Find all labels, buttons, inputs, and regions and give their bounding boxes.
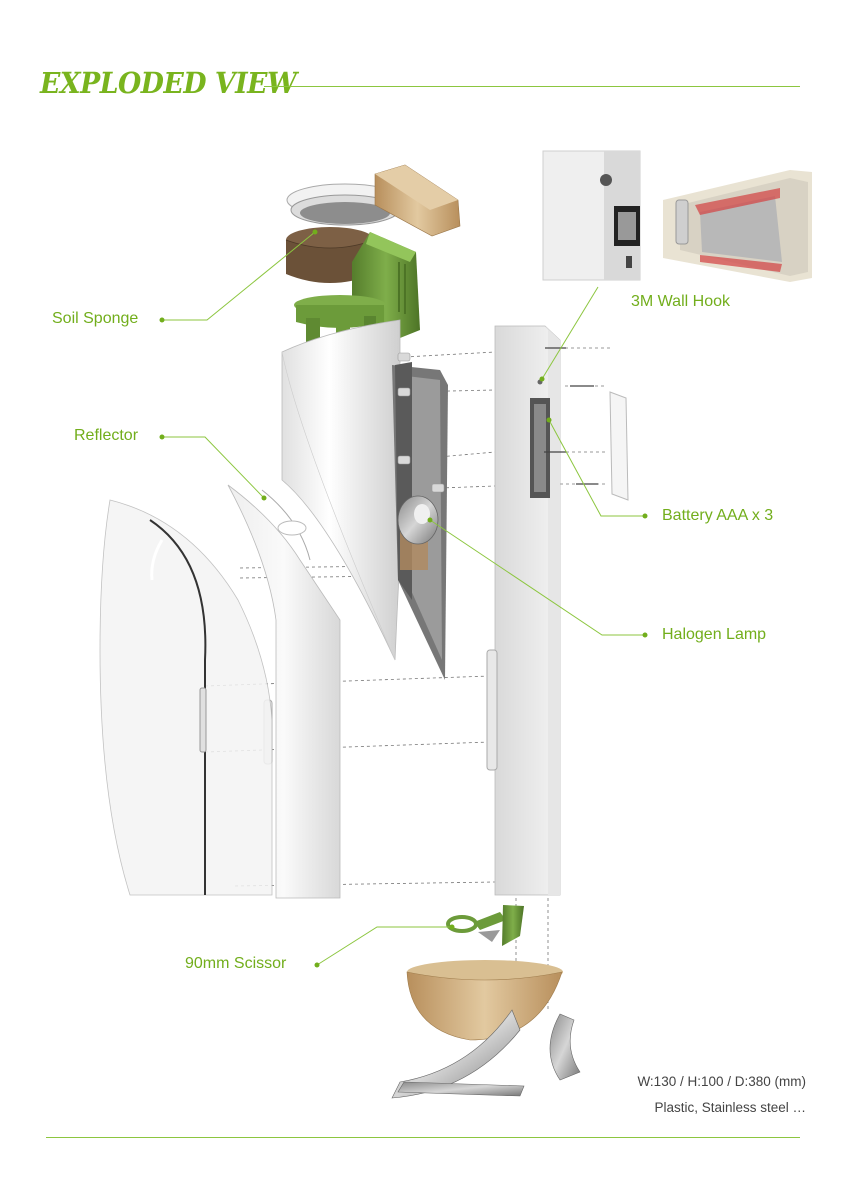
reflector: [281, 319, 401, 661]
scissor: [446, 905, 524, 946]
wall-hook-photo-left: [542, 150, 641, 281]
scissor-label: 90mm Scissor: [185, 955, 287, 972]
halogen-lamp: [397, 495, 439, 545]
outer-shell: [99, 499, 273, 896]
footer-rule: [46, 1137, 800, 1138]
leader-dots: [159, 229, 648, 968]
page-title: EXPLODED VIEW: [40, 66, 297, 100]
halogen-lamp-label: Halogen Lamp: [662, 626, 767, 643]
screws: [544, 347, 598, 485]
steel-stand: [391, 1009, 581, 1099]
wooden-bowl: [406, 960, 563, 1041]
wall-hook-label: 3M Wall Hook: [631, 293, 730, 310]
leader-lines: [162, 231, 645, 966]
reflector-label: Reflector: [74, 427, 139, 444]
pegs: [397, 352, 445, 493]
header-rule: [264, 86, 800, 87]
materials-text: Plastic, Stainless steel …: [654, 1100, 806, 1115]
back-panel: [486, 325, 561, 896]
battery-label: Battery AAA x 3: [662, 507, 774, 524]
dimensions-text: W:130 / H:100 / D:380 (mm): [637, 1074, 806, 1089]
top-cap: [286, 164, 461, 237]
soil-sponge-label: Soil Sponge: [52, 310, 139, 327]
wall-hook-photo-right: [663, 170, 812, 282]
battery-cover: [609, 391, 629, 501]
